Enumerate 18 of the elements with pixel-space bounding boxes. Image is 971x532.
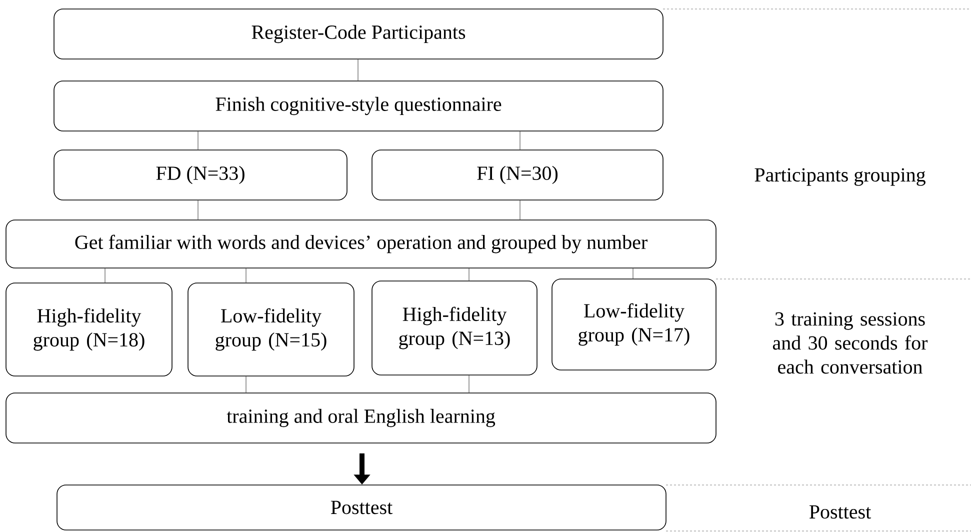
connector-line — [468, 268, 470, 281]
process-box: Low-fidelity group (N=17) — [552, 278, 716, 370]
process-box: Get familiar with words and devices’ operation and grouped by number — [6, 220, 716, 268]
stage-label: Participants grouping — [754, 168, 926, 186]
connector-line — [104, 268, 106, 283]
process-box: FD (N=33) — [54, 150, 348, 200]
process-box: High-fidelity group (N=13) — [372, 280, 538, 376]
process-box: Register-Code Participants — [54, 8, 664, 60]
process-box: Finish cognitive-style questionnaire — [54, 80, 664, 132]
process-box: training and oral English learning — [6, 392, 716, 444]
process-box: High-fidelity group (N=18) — [6, 282, 172, 376]
connector-line — [632, 268, 634, 279]
stage-label: 3 training sessions and 30 seconds for each conversation — [772, 312, 928, 374]
stage-label: Posttest — [809, 505, 871, 519]
process-box: Low-fidelity group (N=15) — [188, 282, 354, 376]
process-box: FI (N=30) — [372, 150, 664, 200]
connector-line — [468, 375, 470, 393]
process-box: Posttest — [56, 484, 666, 530]
